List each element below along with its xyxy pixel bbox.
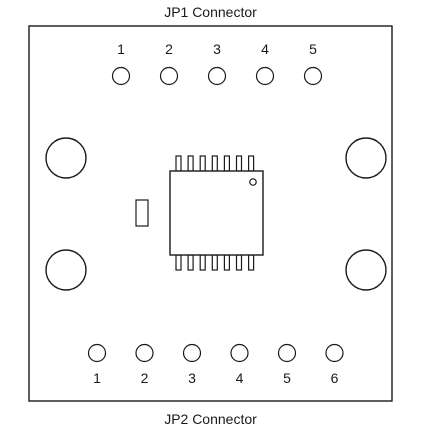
jp2-connector-title: JP2 Connector xyxy=(164,411,257,427)
ic-lead xyxy=(175,254,182,271)
jp1-pin-pad xyxy=(111,66,131,86)
ic-bottom-leads xyxy=(175,254,255,271)
jp1-pin-pad xyxy=(159,66,179,86)
jp2-pin-label: 6 xyxy=(331,370,339,386)
ic-lead xyxy=(199,155,206,172)
ic-pin1-marker xyxy=(249,178,257,186)
jp1-pin-pad xyxy=(255,66,275,86)
ic-chip xyxy=(169,155,264,271)
jp1-pin-label: 1 xyxy=(117,41,125,57)
jp2-pin-pad xyxy=(182,343,202,363)
ic-lead xyxy=(211,254,218,271)
mounting-hole-bottom-right xyxy=(345,249,387,291)
ic-lead xyxy=(211,155,218,172)
ic-lead xyxy=(248,254,255,271)
jp2-connector: 1 2 3 4 5 6 xyxy=(87,343,344,386)
ic-lead xyxy=(199,254,206,271)
ic-lead xyxy=(235,155,243,172)
jp2-pin-pad xyxy=(135,343,154,363)
jp1-pin-label: 3 xyxy=(213,41,221,57)
ic-lead xyxy=(187,254,194,271)
mounting-hole-top-left xyxy=(45,137,87,179)
jp1-connector: 1 2 3 4 5 xyxy=(111,41,323,86)
ic-lead xyxy=(223,254,230,271)
jp2-pin-label: 3 xyxy=(188,370,196,386)
ic-top-leads xyxy=(175,155,255,172)
jp2-pin-pad xyxy=(87,343,107,363)
ic-lead xyxy=(175,155,182,172)
jp1-pin-label: 5 xyxy=(309,41,317,57)
jp2-pin-pad xyxy=(325,343,344,363)
jp1-pin-label: 4 xyxy=(261,41,269,57)
mounting-hole-bottom-left xyxy=(45,249,87,291)
jp2-pin-label: 1 xyxy=(93,370,101,386)
jp1-pin-label: 2 xyxy=(165,41,173,57)
ic-lead xyxy=(223,155,230,172)
jp1-connector-title: JP1 Connector xyxy=(164,4,257,20)
ic-lead xyxy=(187,155,194,172)
jp1-pin-pad xyxy=(207,66,227,86)
jp1-pin-pad xyxy=(303,66,323,86)
jp2-pin-label: 5 xyxy=(283,370,291,386)
jp2-pin-pad xyxy=(277,343,297,363)
mounting-hole-top-right xyxy=(345,137,387,179)
ic-body xyxy=(169,170,264,256)
ic-lead xyxy=(235,254,243,271)
jp2-pin-label: 2 xyxy=(141,370,149,386)
ic-lead xyxy=(248,155,255,172)
smd-component xyxy=(135,199,149,227)
jp2-pin-label: 4 xyxy=(236,370,244,386)
jp2-pin-pad xyxy=(230,343,249,363)
